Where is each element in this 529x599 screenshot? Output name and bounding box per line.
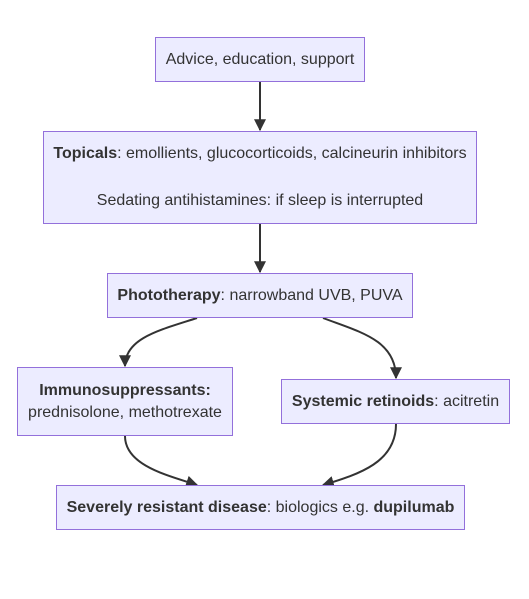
- node-phototherapy-title: Phototherapy: [117, 286, 221, 304]
- node-severe-disease-detail: : biologics e.g.: [266, 498, 374, 516]
- node-topicals: Topicals: emollients, glucocorticoids, c…: [43, 131, 477, 224]
- edge-immunosuppressants-to-severe: [124, 435, 199, 488]
- node-topicals-line2: Sedating antihistamines: if sleep is int…: [96, 192, 424, 209]
- edge-phototherapy-to-retinoids: [322, 317, 402, 380]
- node-topicals-title: Topicals: [53, 145, 118, 162]
- node-advice-label: Advice, education, support: [165, 50, 355, 68]
- node-topicals-line1: Topicals: emollients, glucocorticoids, c…: [53, 143, 466, 165]
- node-phototherapy-detail: : narrowband UVB, PUVA: [220, 286, 403, 304]
- node-systemic-retinoids-detail: : acitretin: [434, 392, 500, 410]
- node-phototherapy: Phototherapy: narrowband UVB, PUVA: [107, 273, 413, 318]
- node-phototherapy-label: Phototherapy: narrowband UVB, PUVA: [117, 285, 402, 307]
- node-immunosuppressants: Immunosuppressants: prednisolone, methot…: [17, 367, 233, 436]
- node-advice: Advice, education, support: [155, 37, 365, 82]
- edge-phototherapy-to-immunosuppressants: [119, 317, 198, 368]
- node-severe-disease-title: Severely resistant disease: [66, 498, 267, 516]
- node-systemic-retinoids-label: Systemic retinoids: acitretin: [292, 391, 499, 413]
- node-severe-disease-drug: dupilumab: [373, 498, 455, 516]
- node-immunosuppressants-line2: prednisolone, methotrexate: [28, 403, 222, 421]
- node-systemic-retinoids: Systemic retinoids: acitretin: [281, 379, 510, 424]
- node-severe-disease: Severely resistant disease: biologics e.…: [56, 485, 465, 530]
- edge-retinoids-to-severe: [321, 423, 397, 488]
- node-severe-disease-label: Severely resistant disease: biologics e.…: [67, 497, 455, 519]
- node-topicals-detail: : emollients, glucocorticoids, calcineur…: [117, 145, 467, 162]
- node-immunosuppressants-title: Immunosuppressants:: [39, 381, 211, 399]
- node-immunosuppressants-line1: Immunosuppressants:: [39, 380, 211, 402]
- node-systemic-retinoids-title: Systemic retinoids: [291, 392, 435, 410]
